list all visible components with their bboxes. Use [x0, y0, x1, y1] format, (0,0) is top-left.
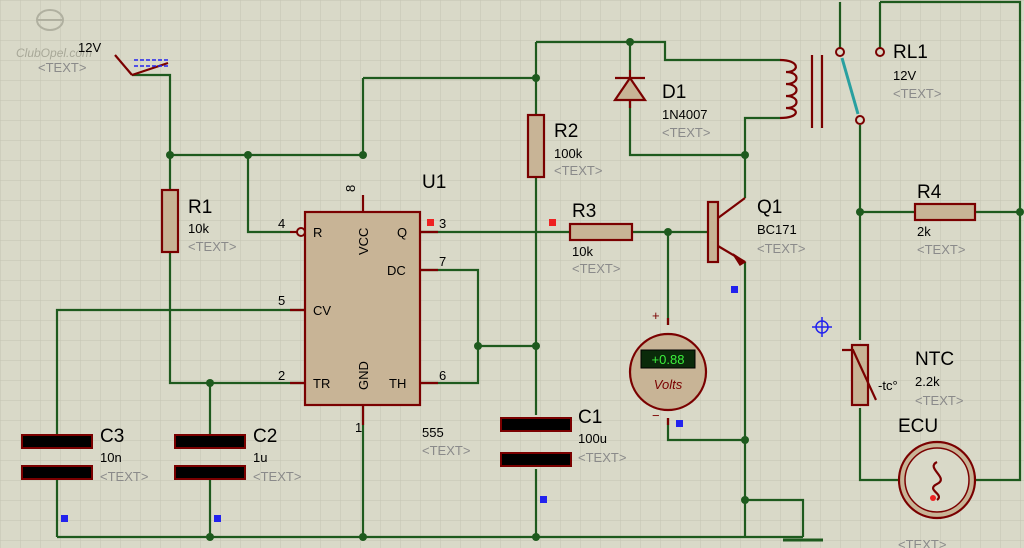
- c3-text: <TEXT>: [100, 469, 148, 484]
- u1-pin-tr-label: TR: [313, 376, 330, 391]
- u1-pin-cv-label: CV: [313, 303, 331, 318]
- r2-value: 100k: [554, 146, 583, 161]
- u1-pin-gnd-label: GND: [356, 361, 371, 390]
- c2-text: <TEXT>: [253, 469, 301, 484]
- voltmeter-plus: +: [652, 308, 660, 323]
- c1-capacitor[interactable]: C1 100u <TEXT>: [500, 407, 626, 467]
- r2-ref: R2: [554, 121, 578, 142]
- r2-text: <TEXT>: [554, 163, 602, 178]
- watermark: ClubOpel.com: [16, 9, 92, 60]
- u1-pin-4: 4: [278, 216, 285, 231]
- u1-pin-vcc-label: VCC: [356, 228, 371, 255]
- c1-ref: C1: [578, 407, 602, 428]
- u1-pin-2: 2: [278, 368, 285, 383]
- probe-markers: [61, 286, 738, 522]
- probe-marker: [61, 515, 68, 522]
- d1-text: <TEXT>: [662, 125, 710, 140]
- q1-text: <TEXT>: [757, 241, 805, 256]
- ntc-text: <TEXT>: [915, 393, 963, 408]
- ntc-ref: NTC: [915, 349, 954, 370]
- c1-value: 100u: [578, 431, 607, 446]
- c3-ref: C3: [100, 426, 124, 447]
- ntc-symbol: -tc°: [878, 378, 898, 393]
- u1-pin-8: 8: [343, 185, 358, 192]
- d1-value: 1N4007: [662, 107, 708, 122]
- c3-capacitor[interactable]: C3 10n <TEXT>: [21, 426, 148, 484]
- voltmeter-minus: −: [652, 408, 660, 423]
- probe-marker: [214, 515, 221, 522]
- c1-text: <TEXT>: [578, 450, 626, 465]
- r2-resistor[interactable]: R2 100k <TEXT>: [526, 113, 602, 179]
- ecu-source[interactable]: ECU <TEXT>: [897, 416, 977, 548]
- ntc-thermistor[interactable]: -tc° NTC 2.2k <TEXT>: [842, 343, 963, 408]
- u1-pin-3: 3: [439, 216, 446, 231]
- r1-ref: R1: [188, 197, 212, 218]
- c2-value: 1u: [253, 450, 267, 465]
- r3-resistor[interactable]: R3 10k <TEXT>: [568, 201, 634, 276]
- voltmeter-display: [640, 349, 696, 369]
- q1-value: BC171: [757, 222, 797, 237]
- d1-ref: D1: [662, 82, 686, 103]
- u1-text: <TEXT>: [422, 443, 470, 458]
- voltmeter[interactable]: +0.88 Volts + −: [628, 308, 708, 425]
- r1-text: <TEXT>: [188, 239, 236, 254]
- watermark-text: ClubOpel.com: [16, 46, 92, 60]
- u1-ref: U1: [422, 172, 446, 193]
- ecu-text: <TEXT>: [898, 537, 946, 548]
- u1-555-timer[interactable]: R VCC Q DC CV TR GND TH 1 2 3 4 5 6 7 8 …: [278, 172, 470, 458]
- u1-pin-r-label: R: [313, 225, 322, 240]
- probe-marker: [731, 286, 738, 293]
- u1-pin-th-label: TH: [389, 376, 406, 391]
- r1-resistor[interactable]: R1 10k <TEXT>: [160, 188, 236, 254]
- q1-transistor[interactable]: Q1 BC171 <TEXT>: [706, 197, 805, 267]
- c2-capacitor[interactable]: C2 1u <TEXT>: [174, 426, 301, 484]
- crosshair-cursor: [812, 317, 832, 337]
- r4-text: <TEXT>: [917, 242, 965, 257]
- logic-high-marker: [549, 219, 556, 226]
- power-text: <TEXT>: [38, 60, 86, 75]
- power-terminal[interactable]: 12V <TEXT>: [38, 40, 169, 77]
- probe-marker: [676, 420, 683, 427]
- ntc-value: 2.2k: [915, 374, 940, 389]
- u1-type: 555: [422, 425, 444, 440]
- c3-value: 10n: [100, 450, 122, 465]
- r4-value: 2k: [917, 224, 931, 239]
- r3-ref: R3: [572, 201, 596, 222]
- c2-ref: C2: [253, 426, 277, 447]
- power-label: 12V: [78, 40, 101, 55]
- rl1-ref: RL1: [893, 42, 928, 63]
- r3-value: 10k: [572, 244, 593, 259]
- u1-pin-5: 5: [278, 293, 285, 308]
- u1-pin-q-label: Q: [397, 225, 407, 240]
- rl1-value: 12V: [893, 68, 916, 83]
- r3-text: <TEXT>: [572, 261, 620, 276]
- r4-ref: R4: [917, 182, 942, 203]
- rl1-relay[interactable]: RL1 12V <TEXT>: [779, 42, 941, 128]
- u1-pin-1: 1: [355, 420, 362, 435]
- d1-diode[interactable]: D1 1N4007 <TEXT>: [612, 70, 710, 140]
- u1-pin-6: 6: [439, 368, 446, 383]
- voltmeter-unit: Volts: [654, 377, 683, 392]
- r4-resistor[interactable]: R4 2k <TEXT>: [913, 182, 977, 257]
- voltmeter-reading: +0.88: [652, 352, 685, 367]
- rl1-text: <TEXT>: [893, 86, 941, 101]
- u1-pin-7: 7: [439, 254, 446, 269]
- u1-pin-dc-label: DC: [387, 263, 406, 278]
- q1-ref: Q1: [757, 197, 782, 218]
- logic-high-marker: [427, 219, 434, 226]
- r1-value: 10k: [188, 221, 209, 236]
- junctions: [166, 38, 1024, 541]
- ecu-ref: ECU: [898, 416, 938, 437]
- probe-marker: [540, 496, 547, 503]
